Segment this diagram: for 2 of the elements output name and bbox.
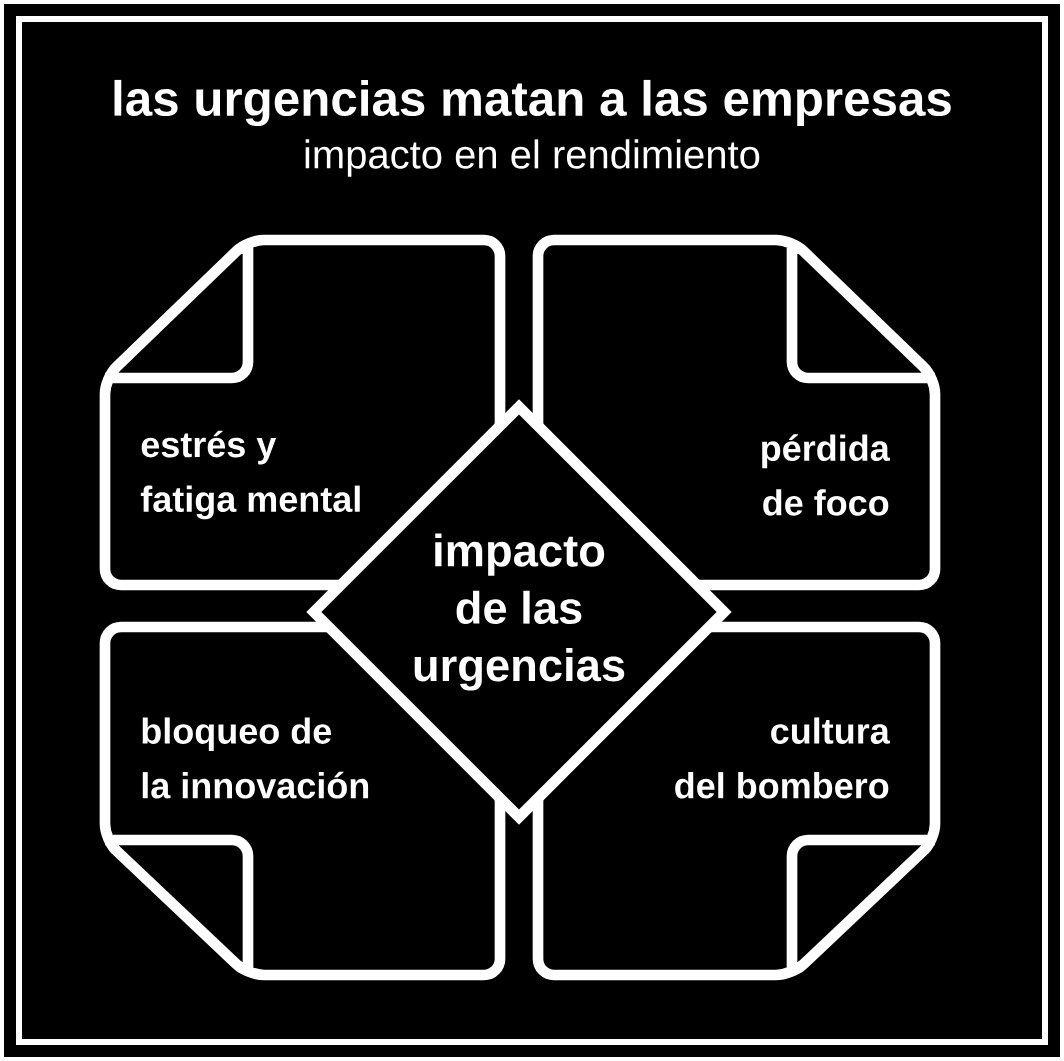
title: las urgencias matan a las empresas: [114, 79, 951, 127]
subtitle: impacto en el rendimiento: [305, 139, 760, 177]
